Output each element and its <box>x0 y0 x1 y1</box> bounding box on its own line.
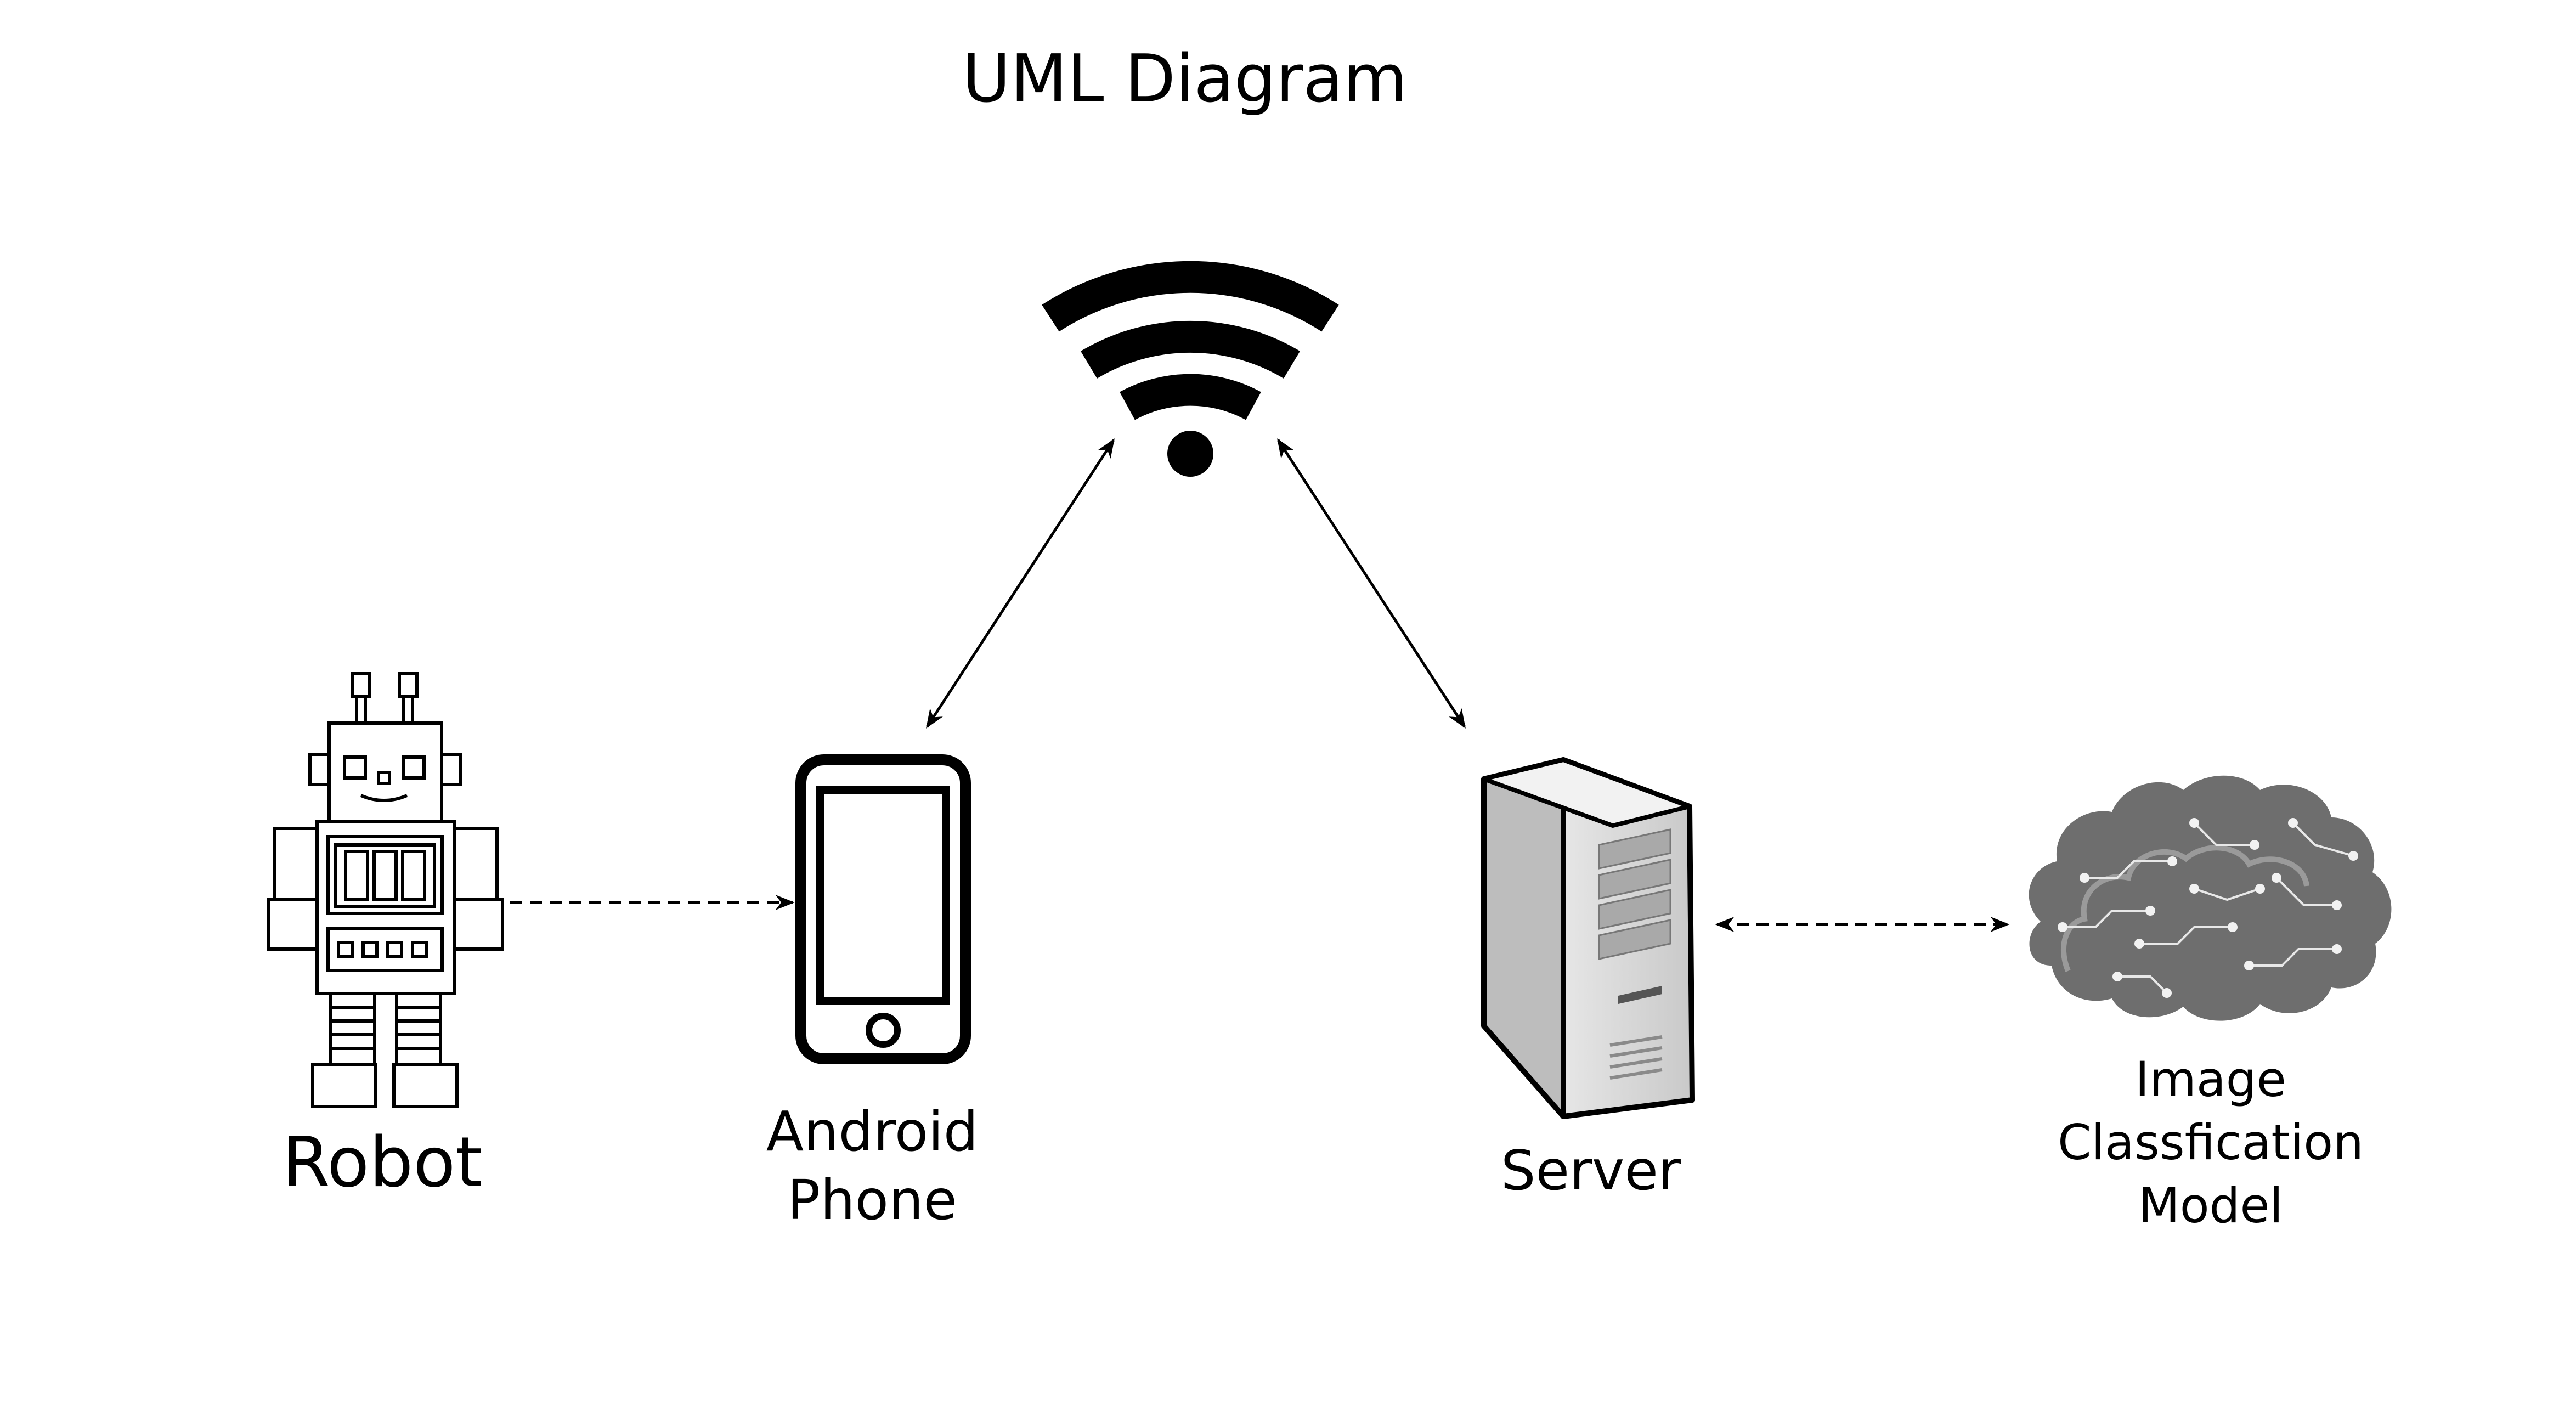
robot-label: Robot <box>282 1122 483 1203</box>
android-phone-label: Android Phone <box>766 1099 979 1232</box>
wifi-icon <box>1042 261 1339 477</box>
smartphone-icon <box>795 754 971 1064</box>
diagram-title: UML Diagram <box>962 41 1408 117</box>
server-label: Server <box>1501 1138 1681 1203</box>
brain-circuit-icon <box>2029 775 2392 1021</box>
robot-icon <box>267 672 504 1108</box>
connector-wifi-server <box>1276 438 1466 729</box>
server-tower-icon <box>1481 757 1695 1119</box>
connector-phone-wifi <box>925 438 1115 729</box>
image-classification-model-label: Image Classfication Model <box>2058 1051 2364 1234</box>
